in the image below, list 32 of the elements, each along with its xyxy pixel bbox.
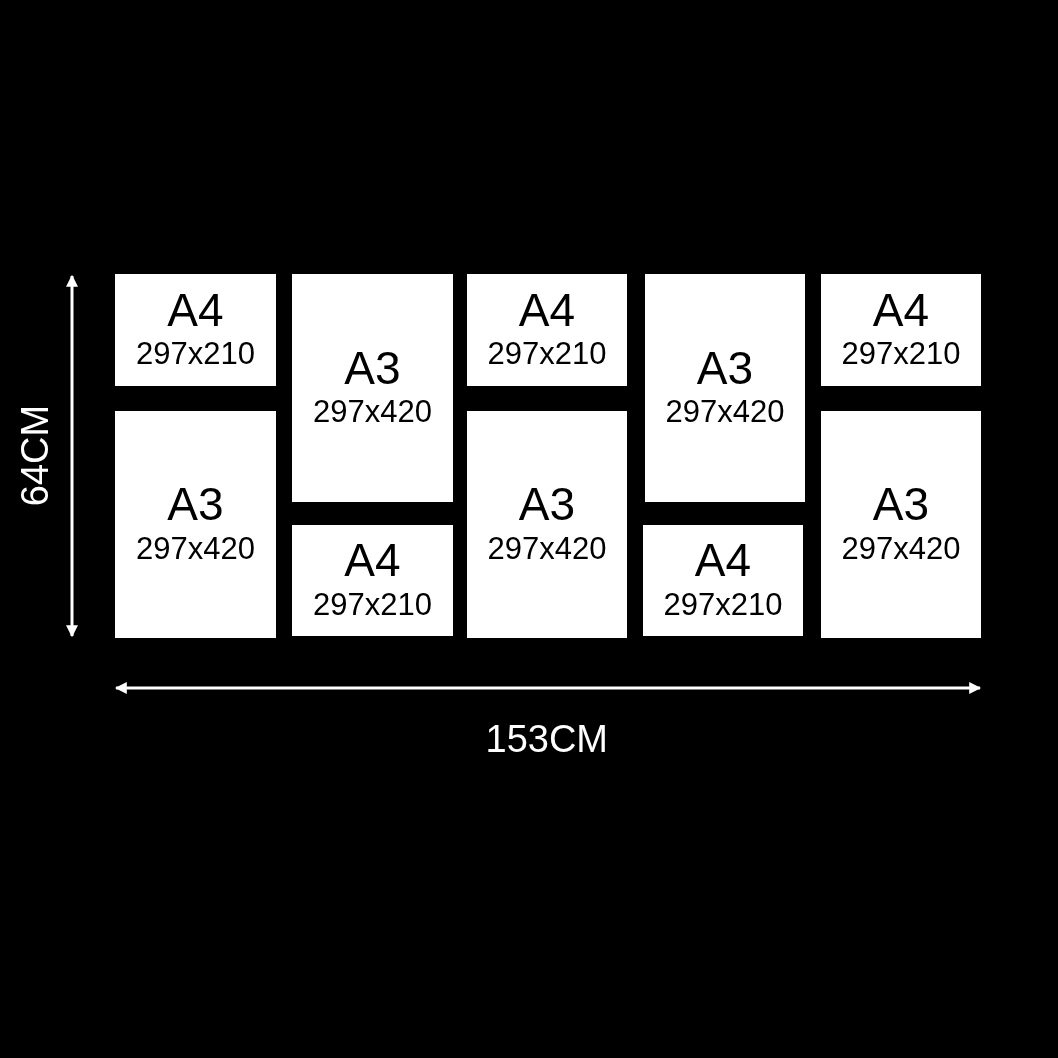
sheet-dimensions: 297x210 (313, 585, 432, 624)
paper-size: A3 (518, 480, 576, 529)
sheet-dimensions: 297x420 (665, 393, 785, 431)
paper-size: A4 (872, 285, 930, 334)
paper-size: A4 (518, 285, 576, 334)
paper-sheet (115, 274, 276, 386)
paper-sheet (645, 274, 805, 502)
sheet-dimensions: 297x210 (487, 335, 607, 373)
dimension-label: 64CM (13, 404, 57, 506)
paper-sheet (467, 411, 627, 638)
sheet-dimensions: 297x210 (136, 335, 255, 373)
sheet-dimensions: 297x420 (136, 529, 255, 568)
sheet-dimensions: 297x420 (487, 529, 607, 568)
dimension-label: 153CM (485, 717, 608, 761)
sheet-dimensions: 297x420 (313, 393, 432, 431)
paper-size: A3 (872, 480, 930, 529)
paper-size: A4 (344, 536, 401, 585)
paper-size: A3 (696, 343, 754, 392)
paper-size: A3 (167, 480, 224, 529)
paper-size: A4 (694, 536, 752, 585)
paper-sheet (292, 274, 453, 502)
paper-size: A4 (167, 285, 224, 334)
paper-sheet (292, 525, 453, 636)
paper-size: A3 (344, 343, 401, 392)
paper-sheet (467, 274, 627, 386)
paper-sheet (821, 274, 981, 386)
sheet-dimensions: 297x210 (841, 335, 961, 373)
paper-sheet (821, 411, 981, 638)
paper-sheet (643, 525, 803, 636)
paper-sheet (115, 411, 276, 638)
sheet-dimensions: 297x210 (663, 585, 783, 624)
sheet-dimensions: 297x420 (841, 529, 961, 568)
